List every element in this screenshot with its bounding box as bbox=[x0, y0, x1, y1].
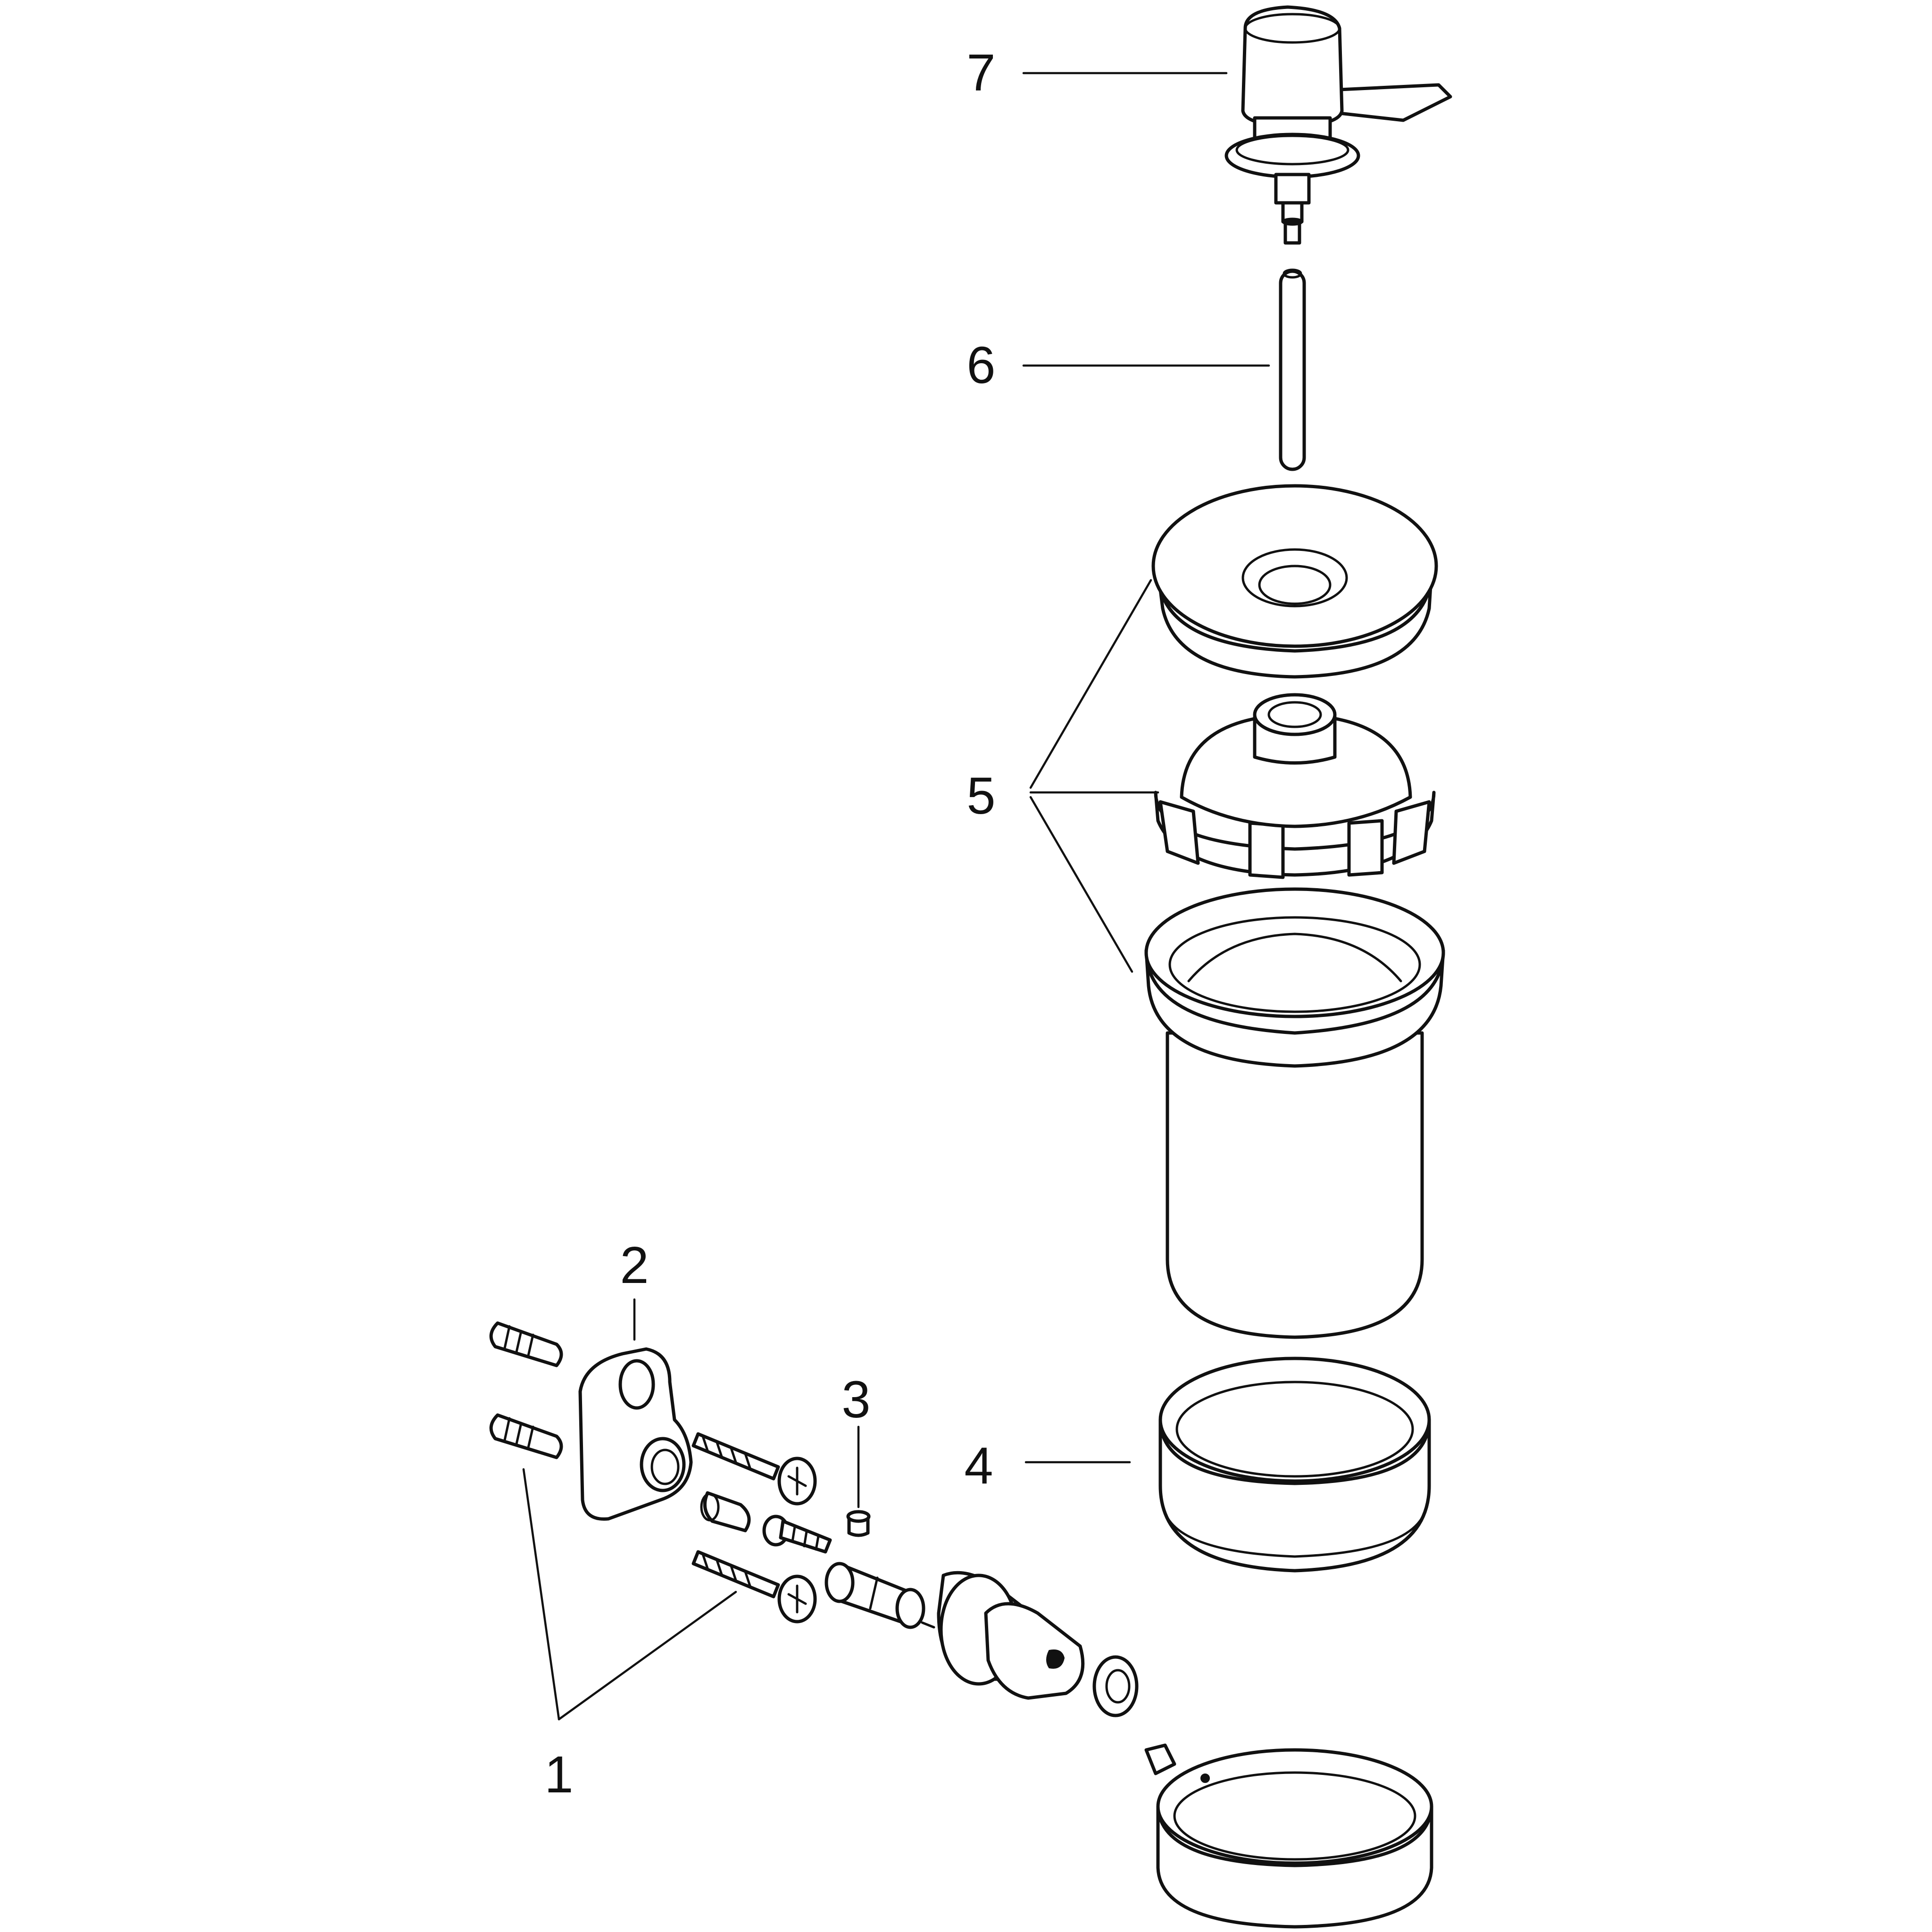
wall-plug-lower bbox=[489, 1413, 563, 1459]
sleeve bbox=[700, 1491, 751, 1532]
machine-screw bbox=[762, 1515, 832, 1554]
wall-bracket bbox=[578, 1347, 693, 1521]
wood-screw-lower bbox=[691, 1550, 817, 1624]
pump-head bbox=[1224, 5, 1452, 245]
lid bbox=[1151, 484, 1438, 679]
callout-7: 7 bbox=[966, 44, 995, 102]
leader-lines bbox=[522, 72, 1270, 1721]
inner-cap bbox=[1154, 693, 1436, 879]
set-screw bbox=[1092, 1655, 1139, 1717]
lower-holder-ring bbox=[1144, 1743, 1433, 1929]
wall-plug-upper bbox=[489, 1321, 563, 1367]
grub-screw bbox=[846, 1510, 871, 1537]
callout-1: 1 bbox=[544, 1746, 573, 1804]
suction-tube bbox=[1279, 268, 1306, 471]
rosette bbox=[937, 1571, 1085, 1700]
callout-2: 2 bbox=[620, 1236, 649, 1294]
connector bbox=[824, 1562, 935, 1629]
wood-screw-upper bbox=[691, 1432, 817, 1506]
callout-4: 4 bbox=[964, 1437, 993, 1495]
callout-5: 5 bbox=[966, 767, 995, 825]
callout-6: 6 bbox=[966, 336, 995, 394]
holder-ring bbox=[1158, 1357, 1431, 1573]
callout-3: 3 bbox=[841, 1371, 870, 1429]
container bbox=[1144, 887, 1445, 1339]
